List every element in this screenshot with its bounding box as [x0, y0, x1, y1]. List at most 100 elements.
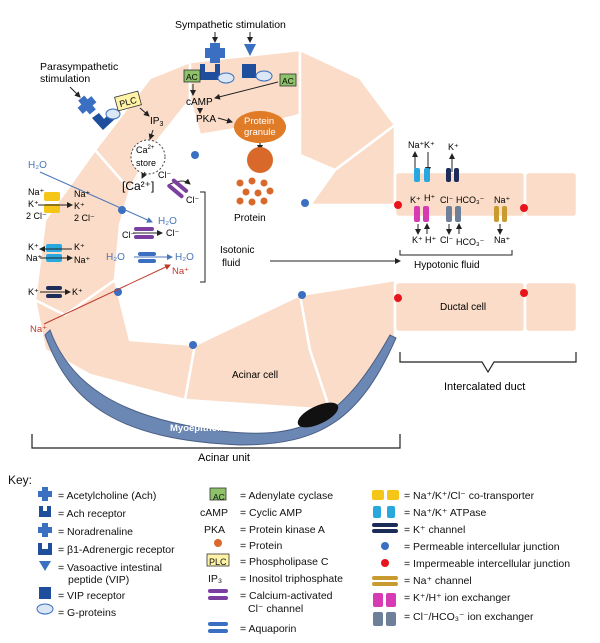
- key-vip-receptor-icon: [39, 587, 51, 599]
- noradrenaline-plus-icon: [205, 43, 225, 63]
- duct-k-channel: [446, 168, 459, 182]
- key-g-protein-icon: [36, 603, 54, 615]
- aquaporin-icon: [138, 252, 156, 263]
- key-camp-sym: cAMP: [200, 507, 229, 519]
- svg-text:Na⁺: Na⁺: [26, 253, 43, 263]
- plc-box: [114, 90, 142, 112]
- key-ip3-sym: IP₃: [208, 573, 223, 585]
- vip-triangle-icon: [244, 44, 256, 56]
- ip3-label: IP3: [150, 116, 163, 128]
- salivary-gland-diagram: Myoepithelial cell Acinar cell Ductal ce…: [26, 19, 579, 462]
- svg-text:Ca2+: Ca2+: [136, 145, 155, 155]
- key-icons: [36, 487, 399, 633]
- g-protein-icon-2: [255, 70, 273, 82]
- svg-text:Cl⁻: Cl⁻: [440, 235, 453, 245]
- ac-box-right: [279, 73, 297, 87]
- h2o-label-lumen: H₂O: [158, 216, 177, 227]
- key-ac-text: = Adenylate cyclase: [240, 490, 334, 502]
- svg-text:AC: AC: [186, 72, 198, 82]
- myoepithelial-cell: [44, 329, 397, 446]
- key-ip3-text: = Inositol triphosphate: [240, 573, 344, 585]
- key-k-h-exchanger-text: = K⁺/H⁺ ion exchanger: [404, 592, 511, 604]
- key-k-channel-text: = K⁺ channel: [404, 524, 466, 536]
- key-na-k-atpase-text: = Na⁺/K⁺ ATPase: [404, 507, 487, 519]
- key-plc-text: = Phospholipase C: [240, 556, 329, 568]
- key-title: Key:: [8, 473, 33, 487]
- key-ac-icon: [209, 487, 227, 501]
- key-noradrenaline-icon: [38, 523, 52, 537]
- beta-receptor-icon: [200, 64, 220, 80]
- key-k-channel-icon: [372, 523, 398, 533]
- ca-concentration: [Ca²⁺]: [122, 179, 154, 193]
- svg-text:K⁺: K⁺: [28, 287, 39, 297]
- key-cacl-text-2: Cl⁻ channel: [248, 603, 304, 615]
- ca-activated-cl-channel-lumen: [134, 227, 154, 239]
- key-ach-icon: [38, 487, 52, 501]
- svg-text:Na⁺: Na⁺: [172, 266, 189, 277]
- key-nkcc-icon: [372, 490, 399, 500]
- svg-text:Cl⁻: Cl⁻: [166, 228, 179, 238]
- ca-activated-cl-channel-top: [167, 178, 189, 199]
- key-g-protein-text: = G-proteins: [58, 607, 117, 619]
- duct-cells: [393, 170, 579, 334]
- svg-text:store: store: [136, 158, 156, 168]
- duct-na-channel: [494, 206, 507, 222]
- key-permeable-text: = Permeable intercellular junction: [404, 541, 560, 553]
- svg-text:Na⁺: Na⁺: [28, 187, 45, 197]
- myoepithelial-nucleus: [297, 402, 339, 428]
- isotonic-label-1: Isotonic: [220, 245, 254, 256]
- ac-box-left: [183, 69, 201, 83]
- key-na-k-atpase-icon: [373, 506, 395, 518]
- protein-dots: [236, 177, 274, 206]
- protein-label: Protein: [234, 213, 266, 224]
- duct-cell-upper-2: [523, 170, 579, 219]
- svg-text:K⁺: K⁺: [424, 140, 435, 150]
- parasympathetic-label-1: Parasympathetic: [40, 61, 118, 73]
- key-vip-text-2: peptide (VIP): [68, 574, 130, 586]
- key-vip-icon: [39, 561, 51, 571]
- key-plc-icon: [206, 553, 230, 567]
- duct-cell-lower-2: [523, 280, 579, 334]
- key-nkcc-text: = Na⁺/K⁺/Cl⁻ co-transporter: [404, 490, 535, 502]
- key-cl-hco3-exchanger-icon: [373, 612, 396, 626]
- svg-text:2 Cl⁻: 2 Cl⁻: [26, 211, 47, 221]
- duct-k-h-exchanger: [414, 206, 429, 222]
- key-noradrenaline-text: = Noradrenaline: [58, 526, 134, 538]
- key-beta-receptor-icon: [38, 543, 52, 555]
- svg-text:K⁺: K⁺: [72, 287, 83, 297]
- key-protein-text: = Protein: [240, 540, 283, 552]
- svg-text:Na⁺: Na⁺: [494, 195, 511, 205]
- impermeable-junctions: [394, 201, 528, 302]
- key-ach-text: = Acetylcholine (Ach): [58, 490, 157, 502]
- isotonic-label-2: fluid: [222, 258, 240, 269]
- acinar-cell-label: Acinar cell: [232, 370, 278, 381]
- key-cacl-channel-icon: [208, 589, 228, 600]
- svg-text:K⁺: K⁺: [74, 201, 85, 211]
- camp-label: cAMP: [186, 97, 213, 108]
- hypotonic-label: Hypotonic fluid: [414, 260, 480, 271]
- key-impermeable-junction-icon: [381, 559, 389, 567]
- key-k-h-exchanger-icon: [373, 593, 396, 607]
- key-pka-sym: PKA: [204, 524, 226, 536]
- sympathetic-label: Sympathetic stimulation: [175, 19, 286, 31]
- svg-text:K⁺: K⁺: [412, 235, 423, 245]
- myoepithelial-label: Myoepithelial cell: [170, 423, 249, 434]
- vip-receptor-icon: [242, 64, 256, 78]
- svg-text:K⁺: K⁺: [410, 195, 421, 205]
- svg-text:HCO₃⁻: HCO₃⁻: [456, 237, 485, 247]
- svg-text:Na⁺: Na⁺: [74, 189, 91, 199]
- svg-text:K⁺: K⁺: [28, 199, 39, 209]
- key-impermeable-text: = Impermeable intercellular junction: [404, 558, 571, 570]
- svg-text:HCO₃⁻: HCO₃⁻: [456, 195, 485, 205]
- key-cl-hco3-text: = Cl⁻/HCO₃⁻ ion exchanger: [404, 611, 534, 623]
- h2o-label-top: H₂O: [28, 160, 47, 171]
- svg-text:2 Cl⁻: 2 Cl⁻: [74, 213, 95, 223]
- acetylcholine-plus-icon: [77, 95, 97, 115]
- svg-text:Protein: Protein: [244, 116, 274, 127]
- ca-store: [130, 139, 166, 175]
- key-vip-text: = Vasoactive intestinal: [58, 562, 162, 574]
- protein-granule: [234, 111, 286, 143]
- pka-label: PKA: [196, 114, 216, 125]
- key-na-channel-icon: [372, 576, 398, 586]
